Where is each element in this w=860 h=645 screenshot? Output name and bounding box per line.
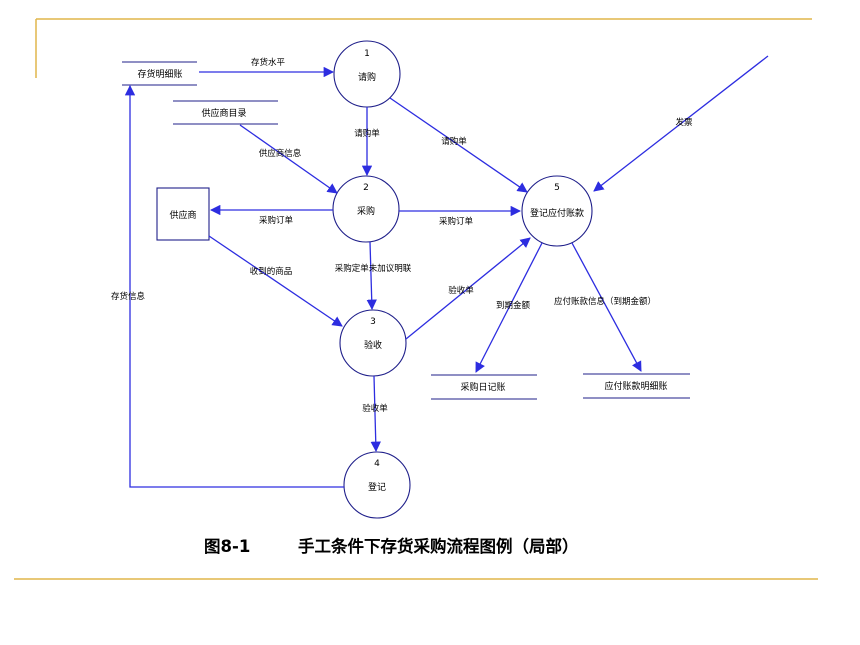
flow-requisition-2-label: 请购单 <box>441 136 467 147</box>
process-1-number: 1 <box>364 49 370 59</box>
process-4-number: 4 <box>374 459 380 469</box>
flow-requisition-1-to-5: 请购单 <box>389 97 528 193</box>
store-payable-detail: 应付账款明细账 <box>583 373 690 399</box>
flow-po-to-5-label: 采购订单 <box>439 216 474 227</box>
flow-po-to-supplier: 采购订单 <box>209 204 333 226</box>
process-3: 3 验收 <box>339 309 407 377</box>
store-purchase-journal: 采购日记账 <box>431 374 537 400</box>
process-1-label: 请购 <box>358 71 376 83</box>
store-supplier-catalog: 供应商目录 <box>173 100 278 125</box>
flow-requisition-1-to-2: 请购单 <box>354 107 380 177</box>
flow-receiving-to-4-label: 验收单 <box>362 403 388 414</box>
flow-po-to-supplier-label: 采购订单 <box>259 215 294 226</box>
entity-supplier-label: 供应商 <box>169 209 196 221</box>
flow-requisition-1-label: 请购单 <box>354 128 380 139</box>
flow-inventory-info-label: 存货信息 <box>111 291 146 302</box>
flow-amount-due-label: 到期金额 <box>496 300 531 311</box>
flow-invoice-label: 发票 <box>675 117 693 128</box>
store-supplier-catalog-label: 供应商目录 <box>201 107 246 119</box>
flow-amount-due: 到期金额 <box>475 242 543 373</box>
figure-title: 手工条件下存货采购流程图例（局部） <box>298 536 579 556</box>
flow-received-goods: 收到的商品 <box>208 235 343 327</box>
store-inventory-detail-label: 存货明细账 <box>137 68 182 80</box>
flow-po-receipt-copy: 采购定单未加议明联 <box>335 241 412 311</box>
entity-supplier: 供应商 <box>156 187 210 241</box>
process-5-label: 登记应付账款 <box>530 207 584 219</box>
flow-po-to-5: 采购订单 <box>399 205 522 227</box>
flow-receiving-to-5: 验收单 <box>405 237 531 340</box>
flow-supplier-info-label: 供应商信息 <box>259 148 302 159</box>
process-2: 2 采购 <box>332 175 400 243</box>
process-5-number: 5 <box>554 183 560 193</box>
flow-payable-info-label: 应付账款信息（到期金额） <box>554 296 656 307</box>
process-3-number: 3 <box>370 317 376 327</box>
process-5: 5 登记应付账款 <box>521 175 593 247</box>
flow-received-goods-label: 收到的商品 <box>250 266 293 277</box>
flow-po-receipt-copy-label: 采购定单未加议明联 <box>335 263 412 274</box>
flow-supplier-info: 供应商信息 <box>239 124 338 194</box>
flow-inventory-info: 存货信息 <box>111 84 344 488</box>
flow-receiving-to-4: 验收单 <box>362 375 388 453</box>
process-4-label: 登记 <box>368 482 386 493</box>
store-inventory-detail: 存货明细账 <box>122 61 197 86</box>
flow-inventory-level-label: 存货水平 <box>251 57 286 68</box>
process-2-number: 2 <box>363 183 369 193</box>
store-purchase-journal-label: 采购日记账 <box>460 381 505 393</box>
figure-caption: 图8-1 手工条件下存货采购流程图例（局部） <box>204 536 579 556</box>
figure-number: 图8-1 <box>204 537 250 556</box>
process-2-label: 采购 <box>357 205 375 217</box>
process-1: 1 请购 <box>333 40 401 108</box>
process-4: 4 登记 <box>343 451 411 519</box>
flow-payable-info: 应付账款信息（到期金额） <box>554 242 656 372</box>
slide-frame <box>14 18 818 580</box>
process-3-label: 验收 <box>364 339 382 351</box>
flow-invoice: 发票 <box>593 55 769 192</box>
flow-inventory-level: 存货水平 <box>199 57 335 78</box>
flow-receiving-to-5-label: 验收单 <box>448 285 474 296</box>
store-payable-detail-label: 应付账款明细账 <box>604 380 667 392</box>
